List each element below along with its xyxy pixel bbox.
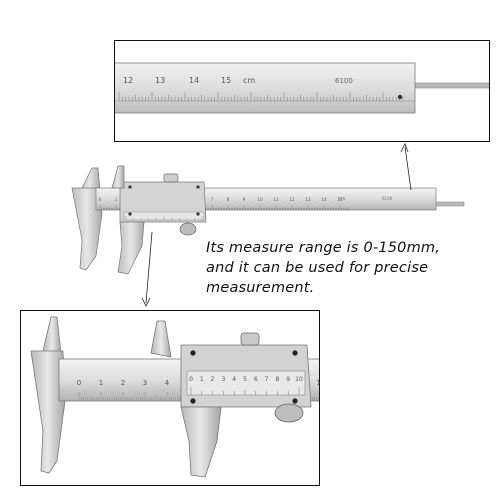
scale-number: 9	[286, 376, 290, 383]
scale-number: 11	[317, 379, 320, 387]
scale-number: 3	[221, 376, 225, 383]
sliding-inside-jaw	[111, 165, 125, 189]
sliding-inside-jaw	[150, 320, 172, 358]
scale-number: 1	[200, 376, 204, 383]
caption-line-2: and it can be used for precise	[206, 260, 429, 276]
arrowhead-down-icon	[141, 297, 151, 307]
beam	[115, 62, 416, 114]
thumb-wheel	[274, 403, 304, 423]
scale-number: 0	[99, 197, 102, 202]
scale-number-15: 15	[221, 76, 231, 85]
caption-line-1: Its measure range is 0-150mm,	[206, 240, 441, 256]
scale-number: 15	[337, 197, 343, 202]
mm-ticks	[118, 92, 404, 101]
scale-number: 4	[165, 379, 170, 387]
scale-number: 5	[243, 376, 247, 383]
rivet	[292, 398, 298, 404]
scale-number: 0	[189, 376, 193, 383]
scale-number: 8	[275, 376, 279, 383]
model-code: 6100	[335, 77, 353, 85]
fixed-inside-jaw	[42, 316, 62, 354]
scale-number: 7	[211, 197, 214, 202]
beam-end-closeup: 12 13 14 15 cm 6100	[115, 62, 489, 114]
scale-number: 8	[227, 197, 230, 202]
rivet	[190, 398, 196, 404]
scale-number: 6	[254, 376, 258, 383]
scale-number: 7	[265, 376, 269, 383]
scale-number: 2	[211, 376, 215, 383]
locking-screw	[240, 332, 260, 346]
scale-number-12: 12	[123, 76, 133, 85]
zoom-panel-beam-end: 12 13 14 15 cm 6100	[114, 40, 490, 142]
rivet	[128, 212, 132, 216]
scale-number: 10	[295, 376, 303, 383]
unit-label: cm	[243, 76, 255, 85]
sliding-outside-jaw	[117, 221, 145, 275]
callout-line-top	[404, 146, 412, 191]
rivet	[292, 350, 298, 356]
screw-hole	[397, 94, 403, 100]
scale-number: 1	[115, 197, 118, 202]
rivet	[190, 350, 196, 356]
scale-number: 0	[77, 379, 81, 387]
scale-number: 4	[232, 376, 236, 383]
rivet	[196, 185, 200, 189]
scale-number: 11	[273, 197, 279, 202]
thumb-wheel	[179, 222, 197, 236]
scale-number: 12	[289, 197, 295, 202]
scale-number: 14	[321, 197, 327, 202]
arrowhead-up-icon	[400, 143, 409, 153]
vernier-plate	[186, 370, 306, 396]
description-caption: Its measure range is 0-150mm, and it can…	[206, 238, 496, 298]
locking-screw	[163, 173, 179, 183]
callout-line-bottom	[145, 231, 153, 304]
main-model-code: 6100	[382, 196, 393, 201]
scale-number-13: 13	[155, 76, 165, 85]
vernier-scale	[125, 216, 203, 220]
scale-number: 13	[305, 197, 311, 202]
sliding-outside-jaw	[180, 406, 222, 478]
rivet	[196, 212, 200, 216]
main-unit-label: cm	[339, 196, 345, 201]
scale-number: 2	[121, 379, 125, 387]
scale-number: 3	[143, 379, 147, 387]
caption-line-3: measurement.	[206, 280, 315, 296]
rivet	[128, 185, 132, 189]
scale-number: 10	[257, 197, 263, 202]
scale-number: 1	[99, 379, 103, 387]
scale-number-14: 14	[189, 76, 199, 85]
scale-number: 9	[243, 197, 246, 202]
